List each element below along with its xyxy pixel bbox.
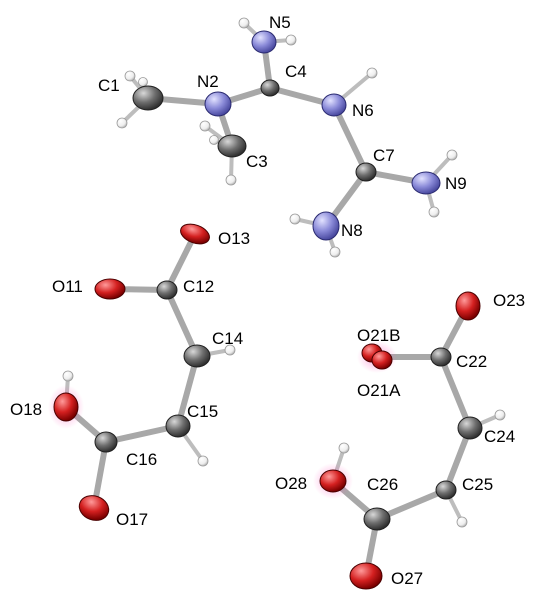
label-c22: C22 bbox=[456, 352, 487, 371]
label-o18: O18 bbox=[10, 400, 42, 419]
hydrogen-atoms bbox=[62, 17, 506, 528]
label-c16: C16 bbox=[126, 450, 157, 469]
bond-c22-c24 bbox=[438, 354, 473, 431]
label-o17: O17 bbox=[116, 510, 148, 529]
atom-n8 bbox=[312, 211, 340, 241]
atom-o18 bbox=[53, 392, 79, 422]
h-atom bbox=[285, 34, 297, 46]
h-atom bbox=[289, 213, 301, 225]
atom-c16 bbox=[94, 431, 118, 453]
atom-n2 bbox=[204, 91, 232, 117]
h-atom bbox=[366, 67, 378, 79]
bond-c14-c15 bbox=[175, 353, 200, 429]
label-n9: N9 bbox=[445, 174, 467, 193]
label-n5: N5 bbox=[269, 13, 291, 32]
h-atom bbox=[338, 442, 350, 454]
hydrogen-bonds bbox=[64, 21, 502, 524]
h-atom bbox=[494, 409, 506, 421]
atom-n6 bbox=[321, 93, 347, 117]
atom-c12 bbox=[156, 280, 178, 300]
label-o28: O28 bbox=[275, 474, 307, 493]
h-atom bbox=[224, 344, 236, 356]
label-c26: C26 bbox=[367, 475, 398, 494]
atom-o28 bbox=[319, 469, 347, 493]
label-c1: C1 bbox=[98, 76, 120, 95]
atom-o11 bbox=[94, 278, 126, 300]
atom-c3 bbox=[217, 134, 247, 158]
label-o21b: O21B bbox=[357, 326, 400, 345]
atom-c4 bbox=[260, 79, 280, 97]
atom-o17 bbox=[78, 495, 110, 521]
h-atom bbox=[329, 246, 341, 258]
h-atom bbox=[225, 174, 237, 186]
h-atom bbox=[116, 117, 128, 129]
nitrogen-atoms bbox=[204, 30, 441, 241]
h-atom bbox=[197, 455, 209, 467]
h-atom bbox=[62, 370, 74, 382]
atom-n5 bbox=[251, 30, 277, 54]
bond-o13-c12 bbox=[164, 231, 198, 293]
label-o13: O13 bbox=[218, 229, 250, 248]
h-atom bbox=[238, 17, 250, 29]
h-atom bbox=[428, 206, 440, 218]
atom-c7 bbox=[355, 162, 377, 182]
atom-labels: C1 N2 C3 C4 N5 N6 C7 N8 N9 O13 O11 C12 C… bbox=[10, 13, 525, 588]
atom-c1 bbox=[132, 85, 164, 111]
label-c7: C7 bbox=[373, 146, 395, 165]
atom-o23 bbox=[455, 291, 481, 321]
label-c14: C14 bbox=[212, 329, 243, 348]
atom-n9 bbox=[411, 171, 441, 195]
label-o27: O27 bbox=[391, 569, 423, 588]
atom-c15 bbox=[165, 414, 191, 438]
label-c15: C15 bbox=[187, 402, 218, 421]
label-c4: C4 bbox=[285, 62, 307, 81]
h-atom bbox=[124, 70, 136, 82]
label-c12: C12 bbox=[183, 277, 214, 296]
atom-o13 bbox=[180, 223, 210, 245]
oxygen-atoms bbox=[53, 223, 481, 590]
label-n8: N8 bbox=[341, 221, 363, 240]
atom-c22 bbox=[430, 347, 452, 367]
atom-o27 bbox=[349, 562, 383, 590]
label-o23: O23 bbox=[493, 291, 525, 310]
label-o11: O11 bbox=[52, 277, 83, 296]
carbon-atoms bbox=[94, 79, 483, 531]
label-n2: N2 bbox=[197, 72, 219, 91]
label-n6: N6 bbox=[352, 101, 374, 120]
atom-o21a bbox=[371, 350, 393, 370]
atom-c24 bbox=[457, 416, 483, 440]
label-c24: C24 bbox=[484, 427, 515, 446]
h-atom bbox=[446, 149, 458, 161]
h-atom bbox=[209, 135, 219, 145]
bonds bbox=[63, 21, 502, 579]
label-c3: C3 bbox=[246, 152, 268, 171]
atom-c14 bbox=[183, 344, 211, 368]
bond-n6-c7 bbox=[331, 102, 369, 175]
h-atom bbox=[138, 77, 148, 87]
atom-c25 bbox=[435, 480, 457, 500]
h-atom bbox=[456, 516, 468, 528]
label-o21a: O21A bbox=[357, 381, 401, 400]
h-atom bbox=[199, 120, 211, 132]
bond-c12-c14 bbox=[164, 287, 200, 359]
label-c25: C25 bbox=[462, 475, 493, 494]
atom-c26 bbox=[363, 507, 391, 531]
atoms bbox=[48, 17, 506, 590]
